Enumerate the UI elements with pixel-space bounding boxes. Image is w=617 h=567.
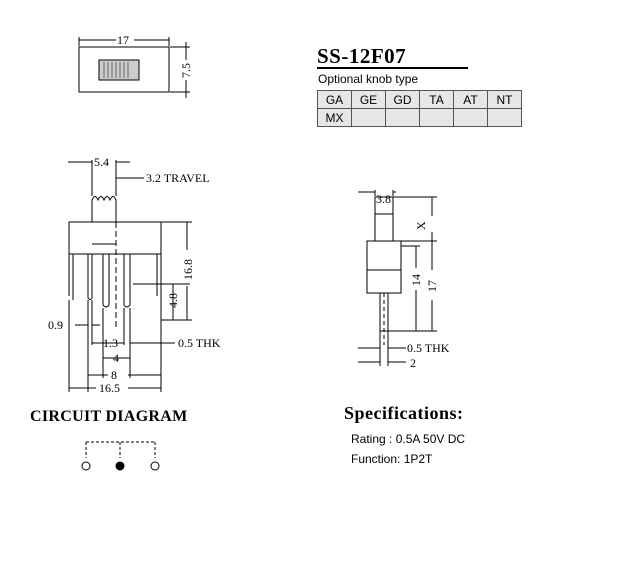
top-view xyxy=(78,37,190,98)
spec-function: Function: 1P2T xyxy=(351,452,433,466)
knob-cell xyxy=(385,108,420,127)
knob-cell: TA xyxy=(419,90,454,109)
model-number: SS-12F07 xyxy=(317,44,407,68)
front-travel: 3.2 TRAVEL xyxy=(146,171,210,185)
spec-rating: Rating : 0.5A 50V DC xyxy=(351,432,466,446)
top-view-body xyxy=(78,46,170,93)
front-body-width: 16.5 xyxy=(99,381,120,395)
front-pitch-4: 4 xyxy=(113,351,119,365)
side-pin-width: 2 xyxy=(410,356,416,370)
knob-cell xyxy=(419,108,454,127)
front-knob xyxy=(91,196,117,222)
side-pin-thickness: 0.5 THK xyxy=(407,341,450,355)
knob-cell: MX xyxy=(317,108,352,127)
knob-cell: GD xyxy=(385,90,420,109)
side-total-height: 17 xyxy=(425,280,439,292)
circuit-title: CIRCUIT DIAGRAM xyxy=(30,408,188,425)
terminal-right xyxy=(150,461,160,471)
terminal-left xyxy=(81,461,91,471)
specifications-title: Specifications: xyxy=(344,403,464,423)
front-pin-3 xyxy=(123,254,131,308)
knob-cell: GE xyxy=(351,90,386,109)
front-view xyxy=(68,160,192,392)
side-pin xyxy=(379,292,389,332)
front-pitch-small: 1.3 xyxy=(103,336,118,350)
knob-cell: GA xyxy=(317,90,352,109)
side-body-height: 14 xyxy=(409,274,423,286)
terminal-common xyxy=(115,461,125,471)
front-pin-2 xyxy=(102,254,110,308)
side-body xyxy=(366,240,402,294)
front-knob-width: 5.4 xyxy=(94,155,109,169)
front-pin-height: 4.8 xyxy=(166,293,180,308)
top-height-label: 7.5 xyxy=(179,63,193,78)
side-view xyxy=(358,190,437,366)
front-height-total: 16.8 xyxy=(181,259,195,280)
knob-cell xyxy=(351,108,386,127)
front-pitch-8: 8 xyxy=(111,368,117,382)
knob-section-title: Optional knob type xyxy=(318,72,419,86)
side-knob-height: X xyxy=(414,221,428,230)
knob-cell xyxy=(487,108,522,127)
front-body xyxy=(68,221,162,255)
front-pin-1 xyxy=(87,254,93,300)
knob-cell: AT xyxy=(453,90,488,109)
knob-row-2: MX xyxy=(317,108,522,127)
top-width-label: 17 xyxy=(117,33,129,47)
front-pin-width: 0.9 xyxy=(48,318,63,332)
knob-cell xyxy=(453,108,488,127)
front-pin-thickness: 0.5 THK xyxy=(178,336,221,350)
knob-cell: NT xyxy=(487,90,522,109)
circuit-diagram xyxy=(81,441,160,471)
top-view-knob xyxy=(98,59,140,81)
knob-row-1: GA GE GD TA AT NT xyxy=(317,90,522,109)
side-knob-width: 3.8 xyxy=(376,192,391,206)
knob-type-table: GA GE GD TA AT NT MX xyxy=(317,90,522,127)
